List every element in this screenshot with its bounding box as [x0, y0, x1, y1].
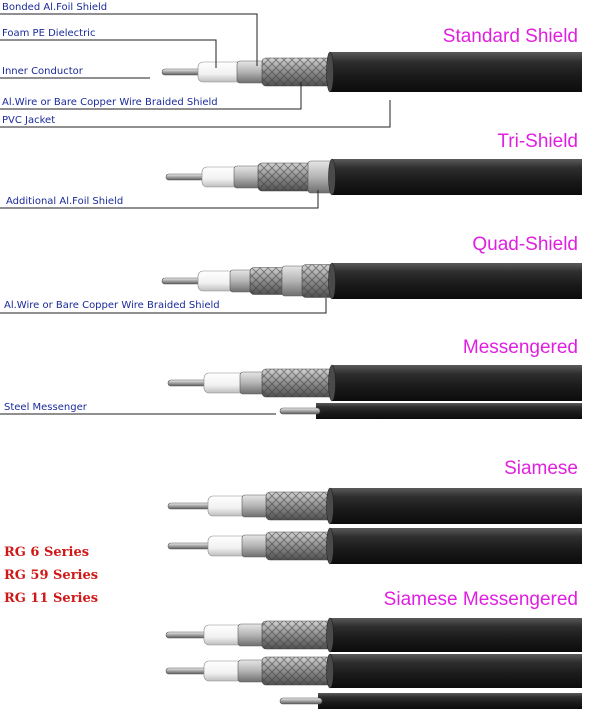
- inner-conductor: [165, 631, 209, 639]
- foam-dielectric: [207, 535, 247, 557]
- foam-dielectric: [201, 166, 239, 188]
- jacket-cut-edge: [328, 262, 336, 300]
- pvc-jacket: [330, 528, 582, 564]
- leader-line: [0, 298, 327, 314]
- label-steel-messenger: Steel Messenger: [4, 402, 87, 413]
- leader-line: [0, 82, 302, 110]
- pvc-jacket: [330, 488, 582, 524]
- jacket-cut-edge: [328, 158, 336, 196]
- inner-conductor: [161, 68, 203, 76]
- jacket-cut-edge: [326, 487, 334, 525]
- jacket-cut-edge: [326, 527, 334, 565]
- pvc-jacket: [330, 52, 582, 92]
- foam-dielectric: [197, 61, 242, 83]
- leader-line: [0, 100, 391, 128]
- label-bonded-foil-shield: Bonded Al.Foil Shield: [2, 2, 108, 13]
- braid-texture: [262, 58, 336, 86]
- standard-shield-title: Standard Shield: [442, 26, 578, 47]
- jacket-cut-edge: [326, 51, 334, 93]
- coax-cable: [161, 262, 582, 300]
- coax-cable: [167, 364, 582, 419]
- series-item: RG 6 Series: [4, 545, 90, 560]
- inner-conductor: [161, 277, 203, 285]
- tri-shield-title: Tri-Shield: [497, 131, 578, 152]
- leader-line: [0, 13, 258, 66]
- inner-conductor: [167, 542, 213, 550]
- label-braided-shield-quad: Al.Wire or Bare Copper Wire Braided Shie…: [4, 300, 220, 311]
- foam-dielectric: [203, 624, 243, 646]
- inner-conductor: [167, 502, 213, 510]
- label-foam-pe-dielectric: Foam PE Dielectric: [2, 28, 96, 39]
- foam-dielectric: [203, 660, 243, 682]
- braid-texture: [262, 369, 338, 397]
- inner-conductor: [165, 173, 207, 181]
- pvc-jacket: [330, 618, 582, 652]
- pvc-jacket: [332, 159, 582, 195]
- coax-cable: [165, 653, 582, 709]
- braid-texture: [266, 492, 336, 520]
- coax-cable: [161, 51, 582, 93]
- series-item: RG 11 Series: [4, 591, 99, 606]
- pvc-jacket: [332, 365, 582, 401]
- jacket-cut-edge: [326, 617, 334, 653]
- braid-texture: [262, 657, 336, 685]
- leader-line: [0, 39, 217, 68]
- messengered-title: Messengered: [462, 337, 578, 358]
- jacket-cut-edge: [328, 364, 336, 402]
- jacket-cut-edge: [326, 653, 334, 689]
- leader-lines-layer: [0, 13, 391, 415]
- braid-texture: [266, 532, 336, 560]
- steel-messenger-wire: [279, 407, 321, 415]
- pvc-jacket: [330, 654, 582, 688]
- messenger-jacket: [318, 693, 582, 709]
- coax-cable: [165, 158, 582, 196]
- foam-dielectric: [203, 372, 245, 394]
- braid-texture: [262, 621, 336, 649]
- cables-layer: [161, 51, 582, 709]
- messenger-jacket: [316, 403, 582, 419]
- label-additional-foil-shield: Additional Al.Foil Shield: [6, 196, 124, 207]
- inner-conductor: [165, 667, 209, 675]
- foam-dielectric: [207, 495, 247, 517]
- foam-dielectric: [197, 270, 235, 292]
- leader-line: [0, 190, 319, 209]
- inner-conductor: [167, 379, 209, 387]
- label-inner-conductor: Inner Conductor: [2, 66, 83, 77]
- quad-shield-title: Quad-Shield: [472, 234, 578, 255]
- label-pvc-jacket: PVC Jacket: [2, 115, 56, 126]
- coax-cable: [165, 617, 582, 653]
- label-braided-shield: Al.Wire or Bare Copper Wire Braided Shie…: [2, 97, 218, 108]
- pvc-jacket: [332, 263, 582, 299]
- coax-cable: [167, 487, 582, 525]
- siamese-messengered-title: Siamese Messengered: [383, 589, 578, 610]
- series-item: RG 59 Series: [4, 568, 99, 583]
- siamese-title: Siamese: [504, 458, 578, 479]
- steel-messenger-wire: [279, 697, 323, 705]
- coax-cable: [167, 527, 582, 565]
